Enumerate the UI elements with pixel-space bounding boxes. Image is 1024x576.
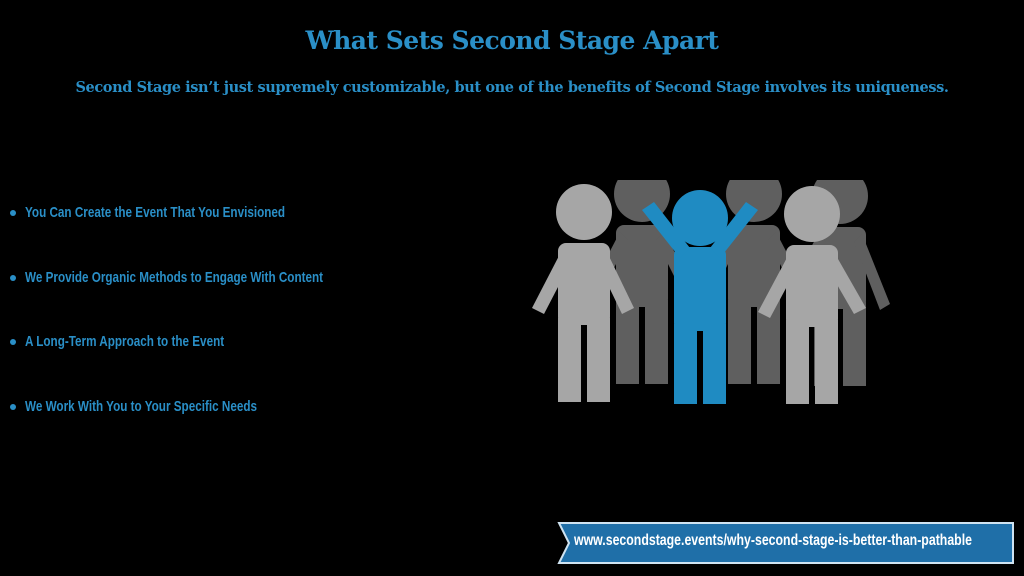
slide-title: What Sets Second Stage Apart <box>305 26 719 55</box>
slide-subtitle: Second Stage isn’t just supremely custom… <box>75 79 949 96</box>
bullet-item: We Work With You to Your Specific Needs <box>10 398 322 415</box>
url-banner <box>557 522 1014 564</box>
bullet-item: We Provide Organic Methods to Engage Wit… <box>10 269 407 286</box>
bullet-dot-icon <box>10 403 16 410</box>
bullet-dot-icon <box>10 209 16 216</box>
bullet-dot-icon <box>10 274 16 281</box>
bullet-text: We Work With You to Your Specific Needs <box>25 398 257 415</box>
bullet-item: A Long-Term Approach to the Event <box>10 333 280 350</box>
bullet-text: We Provide Organic Methods to Engage Wit… <box>25 269 324 286</box>
bullet-text: A Long-Term Approach to the Event <box>25 333 225 350</box>
person-figure-front <box>758 186 866 404</box>
person-figure-front <box>532 184 634 402</box>
bullet-text: You Can Create the Event That You Envisi… <box>25 204 286 221</box>
bullet-dot-icon <box>10 338 16 345</box>
url-link[interactable]: www.secondstage.events/why-second-stage-… <box>574 532 972 549</box>
people-group-icon <box>532 180 890 404</box>
bullet-item: You Can Create the Event That You Envisi… <box>10 204 358 221</box>
person-figure-highlight <box>642 190 758 404</box>
